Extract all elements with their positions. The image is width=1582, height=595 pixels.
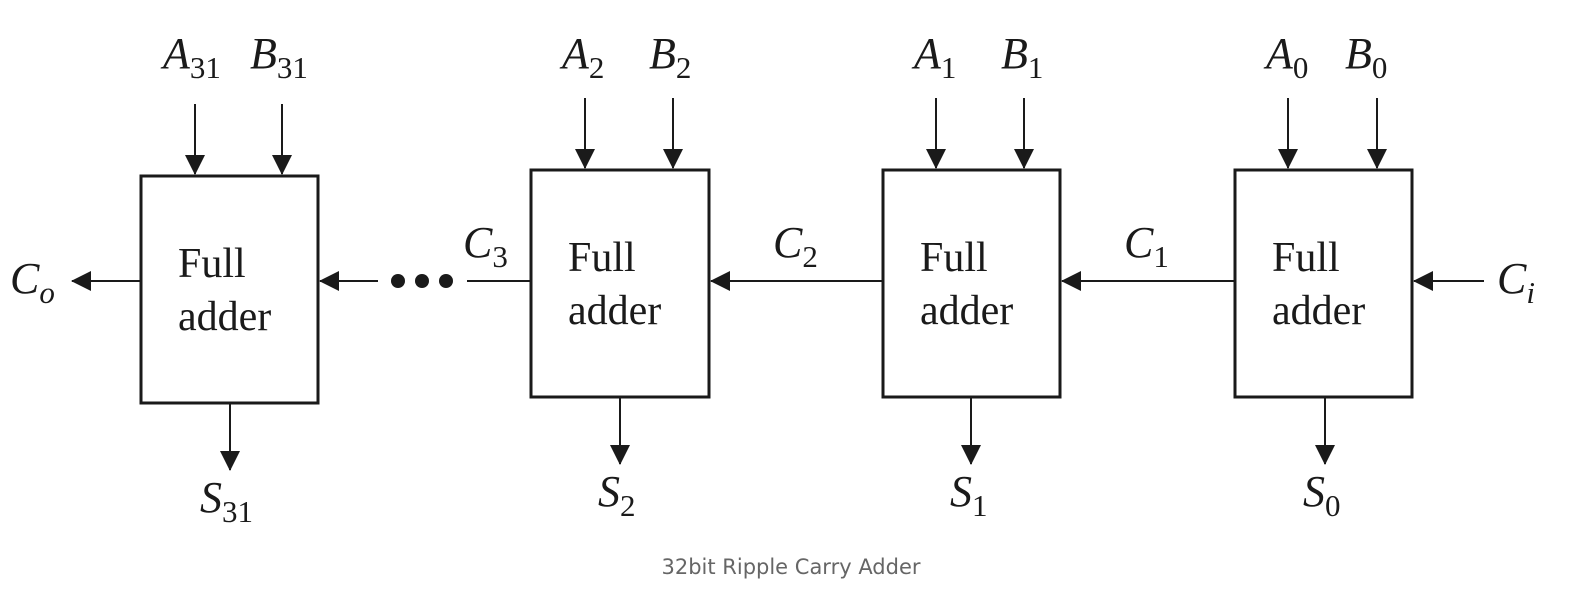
svg-text:A0: A0 <box>1263 29 1308 85</box>
full-adder-box-2 <box>529 168 711 399</box>
svg-text:A31: A31 <box>160 29 221 85</box>
sum-s1-label: S1 <box>950 467 988 523</box>
svg-text:B31: B31 <box>250 29 308 85</box>
block-label-line2: adder <box>920 288 1013 334</box>
figure-caption: 32bit Ripple Carry Adder <box>661 555 921 579</box>
full-adder-block-2: Full adder <box>529 168 711 399</box>
svg-text:A1: A1 <box>911 29 956 85</box>
block-label-line2: adder <box>568 288 661 334</box>
block-label-line1: Full <box>178 241 246 287</box>
full-adder-box-31 <box>139 174 320 405</box>
input-a2-label: A2 <box>559 29 604 85</box>
block-label-line2: adder <box>178 294 271 340</box>
svg-text:S2: S2 <box>598 467 636 523</box>
carry-c2-label: C2 <box>773 218 818 274</box>
svg-text:S0: S0 <box>1303 467 1341 523</box>
svg-text:S1: S1 <box>950 467 988 523</box>
sum-s2-label: S2 <box>598 467 636 523</box>
svg-text:S31: S31 <box>200 473 253 529</box>
svg-text:C1: C1 <box>1124 218 1169 274</box>
input-a31-label: A31 <box>160 29 221 85</box>
input-a1-label: A1 <box>911 29 956 85</box>
full-adder-block-31: Full adder <box>139 174 320 405</box>
svg-text:B2: B2 <box>649 29 691 85</box>
carry-c1-label: C1 <box>1124 218 1169 274</box>
input-b0-label: B0 <box>1345 29 1387 85</box>
input-a0-label: A0 <box>1263 29 1308 85</box>
full-adder-block-0: Full adder <box>1233 168 1414 399</box>
svg-text:A2: A2 <box>559 29 604 85</box>
input-b1-label: B1 <box>1001 29 1043 85</box>
svg-text:C3: C3 <box>463 218 508 274</box>
input-b31-label: B31 <box>250 29 308 85</box>
block-label-line1: Full <box>920 235 988 281</box>
svg-text:C2: C2 <box>773 218 818 274</box>
full-adder-box-0 <box>1233 168 1414 399</box>
sum-s31-label: S31 <box>200 473 253 529</box>
svg-text:B1: B1 <box>1001 29 1043 85</box>
ellipsis-dots <box>391 274 453 288</box>
sum-s0-label: S0 <box>1303 467 1341 523</box>
block-label-line1: Full <box>1272 235 1340 281</box>
input-b2-label: B2 <box>649 29 691 85</box>
svg-text:B0: B0 <box>1345 29 1387 85</box>
carry-in-label: Ci <box>1497 254 1535 310</box>
carry-c3-label: C3 <box>463 218 508 274</box>
carry-out-label: Co <box>10 254 55 310</box>
block-label-line2: adder <box>1272 288 1365 334</box>
svg-text:Co: Co <box>10 254 55 310</box>
svg-text:Ci: Ci <box>1497 254 1535 310</box>
full-adder-box-1 <box>881 168 1062 399</box>
full-adder-block-1: Full adder <box>881 168 1062 399</box>
block-label-line1: Full <box>568 235 636 281</box>
